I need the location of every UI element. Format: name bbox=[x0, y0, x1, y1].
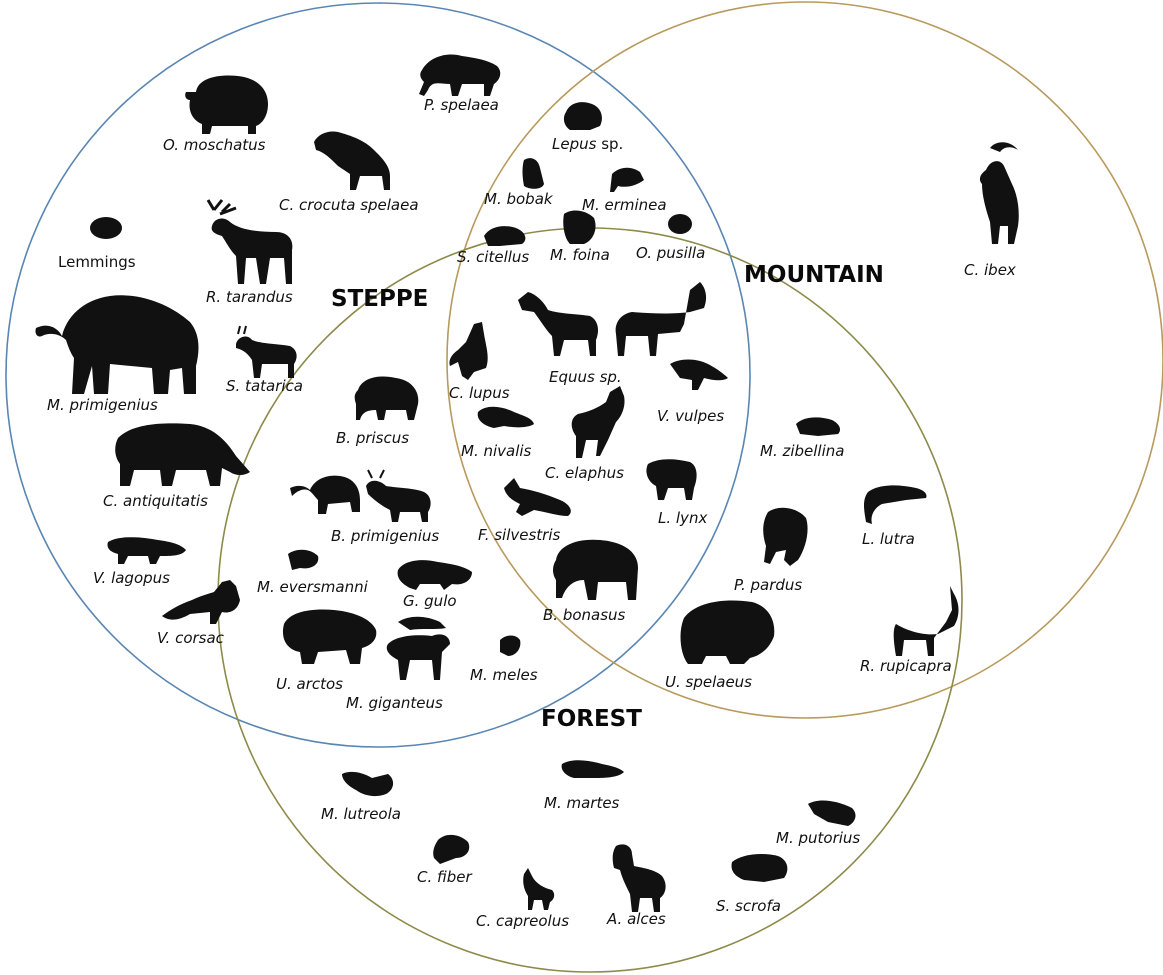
species-label-s-scrofa: S. scrofa bbox=[716, 897, 781, 915]
corsac-fox-icon bbox=[162, 580, 240, 624]
species-label-m-lutreola: M. lutreola bbox=[321, 805, 401, 823]
roe-deer-icon bbox=[523, 868, 554, 910]
species-label-m-giganteus: M. giganteus bbox=[346, 694, 443, 712]
otter-icon bbox=[864, 485, 927, 524]
species-label-m-putorius: M. putorius bbox=[776, 829, 860, 847]
wild-ass-icon bbox=[616, 282, 706, 356]
species-label-c-ibex: C. ibex bbox=[964, 261, 1016, 279]
cave-lion-icon bbox=[419, 55, 500, 96]
species-label-v-vulpes: V. vulpes bbox=[657, 407, 724, 425]
species-label-m-eversmanni: M. eversmanni bbox=[257, 578, 369, 596]
steppe-bison-icon bbox=[355, 377, 419, 421]
species-label-v-corsac: V. corsac bbox=[157, 629, 225, 647]
horse-icon bbox=[518, 292, 598, 356]
species-label-m-primigenius: M. primigenius bbox=[47, 396, 158, 414]
sable-icon bbox=[796, 417, 840, 436]
species-label-lemmings: Lemmings bbox=[58, 253, 136, 271]
hare-icon bbox=[564, 102, 602, 130]
european-bison-icon bbox=[553, 540, 638, 600]
species-label-o-moschatus: O. moschatus bbox=[163, 136, 266, 154]
arctic-fox-icon bbox=[107, 537, 186, 564]
forest-title: FOREST bbox=[541, 706, 642, 732]
species-label-v-lagopus: V. lagopus bbox=[93, 569, 170, 587]
species-label-r-tarandus: R. tarandus bbox=[206, 288, 293, 306]
species-label-a-alces: A. alces bbox=[606, 910, 666, 928]
species-label-g-gulo: G. gulo bbox=[403, 592, 457, 610]
ground-squirrel-icon bbox=[484, 226, 525, 246]
stone-marten-icon bbox=[563, 211, 595, 244]
pine-marten-icon bbox=[562, 760, 624, 778]
badger-icon bbox=[500, 636, 520, 657]
wolverine-icon bbox=[398, 560, 472, 590]
species-label-b-priscus: B. priscus bbox=[336, 429, 409, 447]
species-label-u-spelaeus: U. spelaeus bbox=[665, 673, 752, 691]
species-label-p-pardus: P. pardus bbox=[734, 576, 802, 594]
species-label-m-erminea: M. erminea bbox=[582, 196, 667, 214]
species-label-c-elaphus: C. elaphus bbox=[545, 464, 624, 482]
moose-icon bbox=[613, 844, 666, 912]
saiga-icon bbox=[236, 326, 297, 378]
musk-ox-icon bbox=[185, 76, 268, 134]
red-deer-icon bbox=[572, 386, 625, 458]
species-label-m-meles: M. meles bbox=[470, 666, 538, 684]
ibex-icon bbox=[980, 142, 1019, 244]
species-label-m-martes: M. martes bbox=[544, 794, 620, 812]
woolly-rhino-icon bbox=[115, 423, 250, 486]
species-label-m-zibellina: M. zibellina bbox=[760, 442, 844, 460]
cave-hyena-icon bbox=[314, 131, 390, 190]
species-label-r-rupicapra: R. rupicapra bbox=[860, 657, 952, 675]
steppe-title: STEPPE bbox=[331, 286, 428, 312]
species-label-b-bonasus: B. bonasus bbox=[543, 606, 626, 624]
species-label-c-crocuta-spelaea: C. crocuta spelaea bbox=[279, 196, 419, 214]
european-mink-icon bbox=[342, 772, 393, 796]
species-label-m-bobak: M. bobak bbox=[484, 190, 554, 208]
species-label-m-foina: M. foina bbox=[550, 246, 610, 264]
pika-icon bbox=[668, 214, 692, 234]
species-label-c-lupus: C. lupus bbox=[449, 384, 510, 402]
polecat-icon bbox=[808, 801, 855, 826]
species-label-s-tatarica: S. tatarica bbox=[226, 377, 303, 395]
stoat-icon bbox=[610, 168, 644, 192]
wildcat-icon bbox=[504, 478, 571, 516]
species-label-m-nivalis: M. nivalis bbox=[461, 442, 532, 460]
bobak-marmot-icon bbox=[523, 158, 545, 189]
wolf-icon bbox=[449, 322, 487, 380]
weasel-icon bbox=[478, 407, 534, 428]
species-label-u-arctos: U. arctos bbox=[276, 675, 343, 693]
leopard-icon bbox=[763, 508, 807, 566]
species-label-s-citellus: S. citellus bbox=[457, 248, 529, 266]
brown-bear-icon bbox=[283, 610, 376, 664]
steppe-circle bbox=[6, 3, 750, 747]
species-label-equus-sp: Equus sp. bbox=[549, 368, 622, 386]
species-label-b-primigenius: B. primigenius bbox=[331, 527, 439, 545]
aurochs-icon bbox=[366, 470, 431, 522]
chamois-icon bbox=[894, 586, 959, 656]
lemming-icon bbox=[90, 217, 122, 239]
cave-bear-icon bbox=[681, 601, 775, 664]
wild-boar-icon bbox=[732, 854, 788, 882]
red-fox-icon bbox=[670, 360, 728, 391]
steppe-polecat-icon bbox=[288, 550, 318, 570]
species-label-o-pusilla: O. pusilla bbox=[636, 244, 705, 262]
species-label-lepus-sp: Lepus sp. bbox=[552, 135, 623, 153]
elephant-icon bbox=[290, 476, 360, 514]
mountain-title: MOUNTAIN bbox=[744, 262, 884, 288]
species-label-f-silvestris: F. silvestris bbox=[478, 526, 561, 544]
giant-deer-icon bbox=[387, 617, 450, 680]
species-label-p-spelaea: P. spelaea bbox=[424, 96, 499, 114]
woolly-mammoth-icon bbox=[35, 295, 198, 394]
beaver-icon bbox=[433, 835, 469, 864]
lynx-icon bbox=[646, 459, 696, 500]
species-label-c-capreolus: C. capreolus bbox=[476, 912, 569, 930]
species-label-l-lutra: L. lutra bbox=[862, 530, 915, 548]
species-label-c-antiquitatis: C. antiquitatis bbox=[103, 492, 208, 510]
species-label-c-fiber: C. fiber bbox=[417, 868, 472, 886]
species-label-l-lynx: L. lynx bbox=[658, 509, 707, 527]
